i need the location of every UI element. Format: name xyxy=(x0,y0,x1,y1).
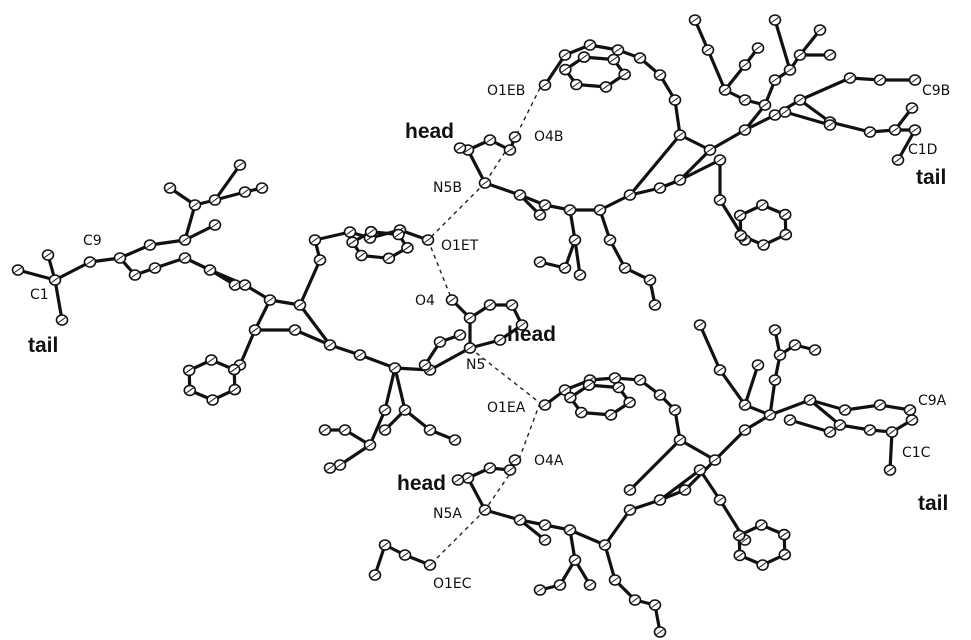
label-o1ea: O1EA xyxy=(487,400,526,416)
label-c1c: C1C xyxy=(902,445,931,461)
head-label-bottom: head xyxy=(397,472,446,495)
head-label-top: head xyxy=(405,120,454,143)
label-o4b: O4B xyxy=(534,129,564,145)
label-n5: N5 xyxy=(466,357,485,373)
label-c1d: C1D xyxy=(908,142,937,158)
label-o1ec: O1EC xyxy=(433,576,472,592)
head-label-middle: head xyxy=(507,323,556,346)
atoms xyxy=(11,14,922,638)
label-o4a: O4A xyxy=(534,453,564,469)
label-n5b: N5B xyxy=(433,180,462,196)
label-c9: C9 xyxy=(83,233,102,249)
label-c9a: C9A xyxy=(918,393,947,409)
atom-labels: O1EB O4B N5B O1ET O4 N5 O1EA O4A N5A O1E… xyxy=(30,83,950,592)
tail-label-left: tail xyxy=(28,334,58,357)
label-c1: C1 xyxy=(30,287,49,303)
label-c9b: C9B xyxy=(922,83,950,99)
annotations: head head head tail tail tail xyxy=(28,120,948,515)
tail-label-top-right: tail xyxy=(916,166,946,189)
label-o1et: O1ET xyxy=(441,238,479,254)
label-o4: O4 xyxy=(415,293,435,309)
tail-label-bottom-right: tail xyxy=(918,492,948,515)
label-o1eb: O1EB xyxy=(487,83,525,99)
label-n5a: N5A xyxy=(433,506,462,522)
